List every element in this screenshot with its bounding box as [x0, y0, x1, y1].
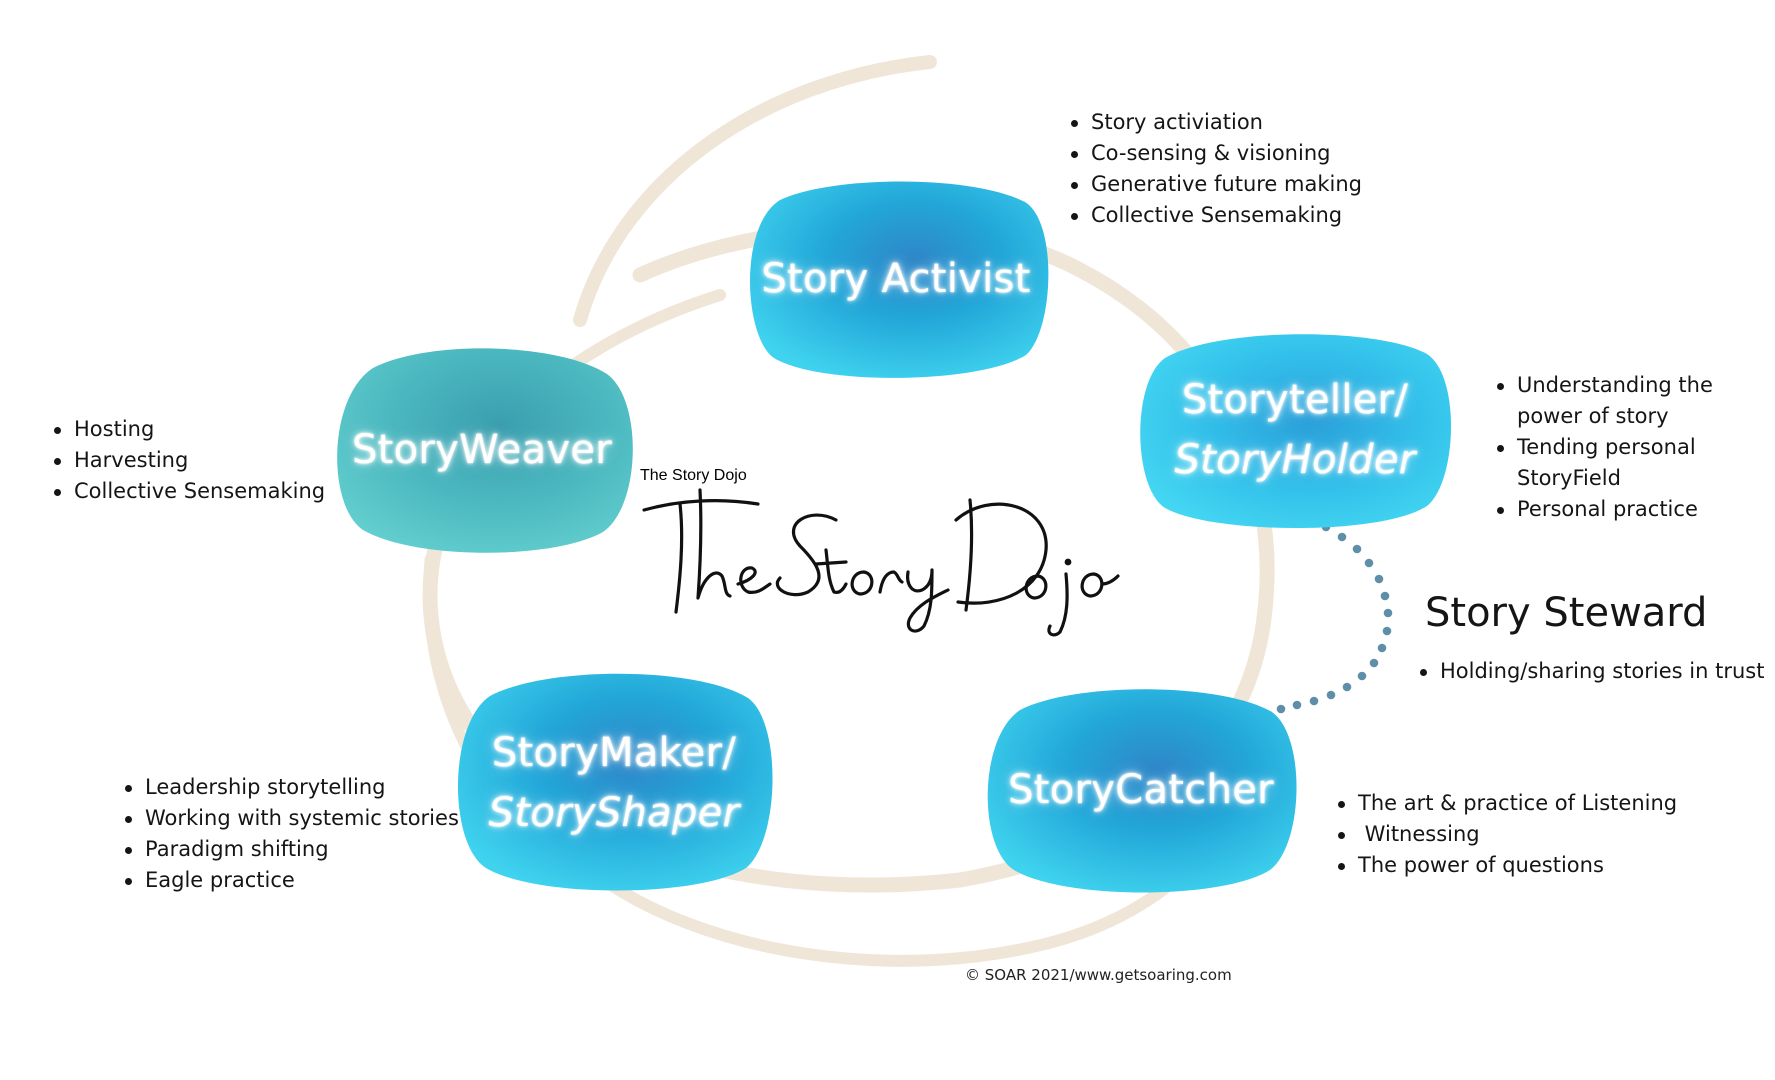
list-item: Hosting — [53, 414, 325, 445]
copyright-footer: © SOAR 2021/www.getsoaring.com — [965, 966, 1232, 984]
title-script: The Story Dojo — [640, 467, 1120, 637]
list-item: Story activiation — [1071, 107, 1362, 138]
node-story-activist: Story Activist — [740, 180, 1052, 378]
storycatcher-bullets: The art & practice of Listening Witnessi… — [1336, 788, 1677, 881]
steward-dotted-connector — [1276, 522, 1393, 714]
storyteller-blob-shape — [1140, 334, 1452, 528]
list-item: The art & practice of Listening — [1337, 788, 1677, 819]
node-storymaker: StoryMaker/ StoryShaper — [450, 672, 778, 894]
activist-blob-shape — [750, 181, 1049, 378]
activist-bullets: Story activiation Co-sensing & visioning… — [1069, 107, 1362, 231]
list-item: Holding/sharing stories in trust — [1419, 656, 1764, 687]
list-item-continuation: power of story — [1517, 404, 1669, 428]
list-item: Leadership storytelling — [125, 772, 459, 803]
storyweaver-bullets: Hosting Harvesting Collective Sensemakin… — [52, 414, 325, 507]
node-label-line2: StoryHolder — [1174, 437, 1416, 483]
node-storyteller: Storyteller/ StoryHolder — [1135, 332, 1455, 528]
list-item: The power of questions — [1337, 850, 1677, 881]
node-label: StoryWeaver — [351, 427, 613, 473]
list-item: Collective Sensemaking — [53, 476, 325, 507]
node-storyweaver: StoryWeaver — [327, 346, 637, 554]
story-steward-heading: Story Steward — [1425, 590, 1708, 636]
list-item: Tending personal — [1497, 432, 1713, 463]
node-label-line1: Storyteller/ — [1181, 377, 1409, 423]
title-text: The Story Dojo — [640, 467, 747, 484]
storymaker-bullets: Leadership storytelling Working with sys… — [123, 772, 459, 896]
list-item: Paradigm shifting — [125, 834, 459, 865]
list-item: Witnessing — [1337, 819, 1677, 850]
steward-bullets: Holding/sharing stories in trust — [1418, 656, 1764, 687]
list-item: Eagle practice — [125, 865, 459, 896]
node-label: StoryCatcher — [1008, 767, 1274, 813]
storymaker-blob-shape — [457, 673, 773, 891]
storyweaver-blob-shape — [337, 348, 633, 553]
storycatcher-blob-shape — [987, 689, 1297, 893]
node-storycatcher: StoryCatcher — [980, 688, 1302, 893]
list-item: Understanding the — [1497, 370, 1713, 401]
node-label-line2: StoryShaper — [488, 790, 740, 836]
list-item: Personal practice — [1497, 494, 1713, 525]
node-label: Story Activist — [761, 256, 1031, 302]
list-item: Collective Sensemaking — [1071, 200, 1362, 231]
list-item: Harvesting — [53, 445, 325, 476]
list-item: Generative future making — [1071, 169, 1362, 200]
list-item: Co-sensing & visioning — [1071, 138, 1362, 169]
list-item-continuation: StoryField — [1517, 466, 1621, 490]
list-item: Working with systemic stories — [125, 803, 459, 834]
storyteller-bullets: Understanding the power of story Tending… — [1495, 370, 1713, 525]
node-label-line1: StoryMaker/ — [491, 730, 737, 776]
